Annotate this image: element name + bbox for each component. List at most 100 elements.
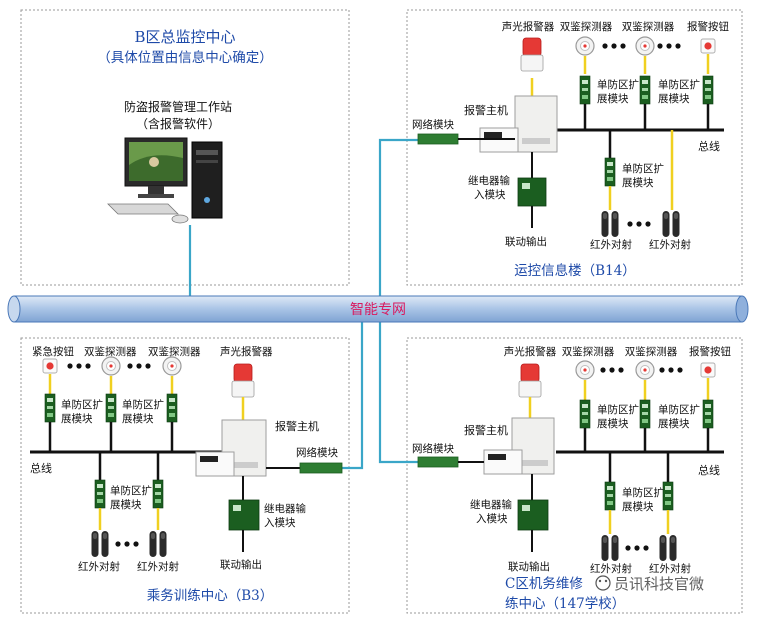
label-network-module: 网络模块 (412, 118, 454, 131)
relay-module-icon (517, 177, 547, 207)
backbone-pipe (7, 295, 749, 323)
zone-module-icon (105, 393, 117, 423)
label-dual-detector: 双鉴探测器 (622, 20, 675, 33)
ir-beam-icon (659, 535, 667, 561)
label-bus: 总线 (30, 461, 52, 475)
label-zone-module: 单防区扩 (597, 78, 639, 91)
network-links (188, 138, 418, 470)
ir-beam-icon (611, 535, 619, 561)
region-border-bottom-right (406, 337, 743, 614)
siren-icon (518, 363, 542, 398)
top-right-devices (417, 36, 724, 237)
label-zone-module: 单防区扩 (658, 78, 700, 91)
label-dual-detector: 双鉴探测器 (84, 345, 137, 358)
alarm-button-icon (700, 362, 716, 378)
label-ir-beam: 红外对射 (137, 560, 179, 573)
zone-module-icon (44, 393, 56, 423)
label-zone-module: 单防区扩 (61, 398, 103, 411)
ir-beam-icon (601, 211, 609, 237)
label-emergency-button: 紧急按钮 (32, 345, 74, 358)
label-relay-module: 继电器输 (470, 498, 512, 511)
label-relay-module: 继电器输 (264, 502, 306, 515)
region-border-top-right (406, 9, 743, 286)
label-relay-module: 入模块 (476, 513, 508, 525)
region-border-bottom-left (20, 337, 350, 614)
label-zone-module: 展模块 (622, 177, 654, 189)
label-zone-module: 展模块 (122, 413, 154, 425)
zone-module-icon (639, 399, 651, 429)
label-bus: 总线 (698, 463, 720, 477)
label-zone-module: 单防区扩 (622, 162, 664, 175)
detector-icon (575, 36, 595, 56)
caption-bottom-right-line2: 练中心（147学校） (505, 595, 625, 612)
siren-icon (520, 37, 544, 72)
label-dual-detector: 双鉴探测器 (562, 345, 615, 358)
ir-beam-icon (601, 535, 609, 561)
label-relay-module: 入模块 (264, 517, 296, 529)
siren-icon (231, 363, 255, 398)
detector-icon (162, 356, 182, 376)
bottom-left-devices (30, 356, 343, 557)
label-linkage-output: 联动输出 (508, 560, 550, 573)
keypad-icon (483, 449, 523, 475)
label-zone-module: 展模块 (622, 501, 654, 513)
workstation-label: 防盗报警管理工作站 (124, 99, 232, 114)
detector-icon (575, 360, 595, 380)
label-zone-module: 单防区扩 (110, 484, 152, 497)
caption-bottom-left: 乘务训练中心（B3） (147, 588, 274, 604)
backbone-label: 智能专网 (350, 302, 406, 318)
network-module-icon (299, 462, 343, 474)
caption-bottom-right-line1: C区机务维修 (505, 576, 583, 592)
network-module-icon (417, 456, 459, 468)
zone-module-icon (152, 479, 164, 509)
label-alarm-button: 报警按钮 (687, 20, 729, 33)
zone-module-icon (662, 481, 674, 511)
ir-beam-icon (611, 211, 619, 237)
detector-icon (101, 356, 121, 376)
label-zone-module: 展模块 (658, 93, 690, 105)
zone-module-icon (579, 75, 591, 105)
label-relay-module: 继电器输 (468, 174, 510, 187)
label-zone-module: 展模块 (658, 418, 690, 430)
label-bus: 总线 (698, 139, 720, 153)
detector-icon (635, 36, 655, 56)
region-border-top-left (20, 9, 350, 286)
label-zone-module: 单防区扩 (658, 403, 700, 416)
label-dual-detector: 双鉴探测器 (560, 20, 613, 33)
ir-beam-icon (101, 531, 109, 557)
keypad-icon (195, 451, 235, 477)
label-zone-module: 展模块 (61, 413, 93, 425)
label-alarm-host: 报警主机 (464, 423, 508, 437)
label-alarm-button: 报警按钮 (689, 345, 731, 358)
label-ir-beam: 红外对射 (78, 560, 120, 573)
label-zone-module: 单防区扩 (597, 403, 639, 416)
label-ir-beam: 红外对射 (649, 238, 691, 251)
zone-module-icon (639, 75, 651, 105)
label-zone-module: 展模块 (597, 93, 629, 105)
label-alarm-host: 报警主机 (464, 103, 508, 117)
label-relay-module: 入模块 (474, 189, 506, 201)
label-sound-light-alarm: 声光报警器 (502, 20, 555, 33)
zone-module-icon (166, 393, 178, 423)
label-zone-module: 展模块 (597, 418, 629, 430)
wechat-icon (595, 575, 611, 591)
label-ir-beam: 红外对射 (649, 562, 691, 575)
label-ir-beam: 红外对射 (590, 562, 632, 575)
relay-module-icon (517, 499, 549, 531)
workstation-computer (107, 137, 223, 224)
caption-top-right: 运控信息楼（B14） (514, 262, 636, 279)
label-dual-detector: 双鉴探测器 (625, 345, 678, 358)
zone-module-icon (702, 75, 714, 105)
label-linkage-output: 联动输出 (220, 558, 262, 571)
relay-module-icon (228, 499, 260, 531)
ir-beam-icon (91, 531, 99, 557)
detector-icon (635, 360, 655, 380)
bottom-right-devices (417, 360, 724, 561)
label-dual-detector: 双鉴探测器 (148, 345, 201, 358)
label-ir-beam: 红外对射 (590, 238, 632, 251)
label-network-module: 网络模块 (296, 446, 338, 459)
label-network-module: 网络模块 (412, 442, 454, 455)
top-left-subtitle: （具体位置由信息中心确定） (97, 49, 273, 66)
workstation-sublabel: （含报警软件） (136, 116, 220, 131)
